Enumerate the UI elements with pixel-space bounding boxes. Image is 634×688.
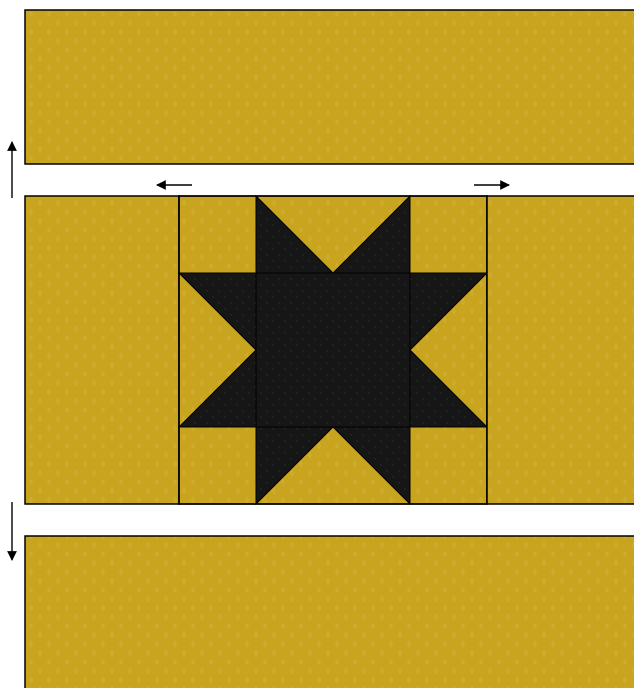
top-strip (25, 10, 634, 164)
left-side-rectangle (25, 196, 179, 504)
bottom-strip (25, 536, 634, 688)
right-side-rectangle (487, 196, 634, 504)
sawtooth-star-block (179, 196, 487, 504)
star-center-square (256, 273, 410, 427)
